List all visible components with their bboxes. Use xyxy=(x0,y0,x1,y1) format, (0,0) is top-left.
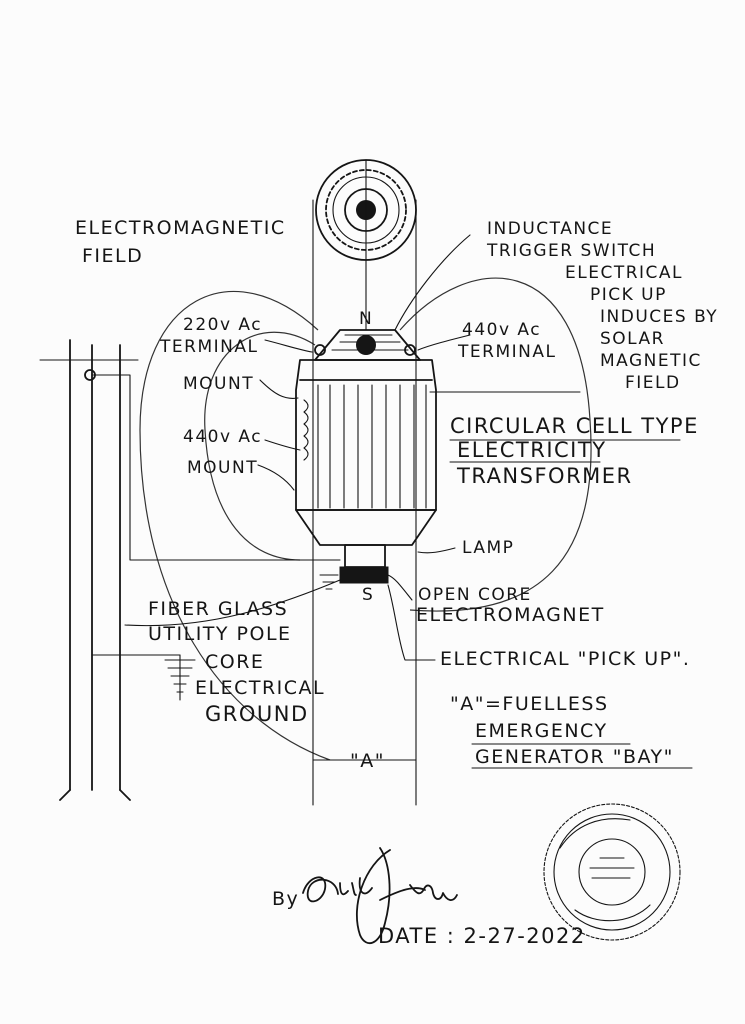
label-open-core-2: ELECTROMAGNET xyxy=(416,604,605,626)
labels: ELECTROMAGNETIC FIELD INDUCTANCE TRIGGER… xyxy=(75,217,718,948)
label-by: By xyxy=(272,888,299,910)
label-440-terminal-2: TERMINAL xyxy=(457,342,556,362)
label-inductance-8: FIELD xyxy=(625,373,681,393)
label-pole-south: S xyxy=(362,585,374,605)
label-lamp: LAMP xyxy=(462,538,514,558)
label-circular-cell-3: TRANSFORMER xyxy=(456,464,633,488)
label-inductance-6: SOLAR xyxy=(600,329,665,349)
label-pole-north: N xyxy=(359,309,373,329)
label-mount-lower: MOUNT xyxy=(187,458,258,478)
ground-symbol xyxy=(164,654,196,701)
label-fuelless-2: EMERGENCY xyxy=(475,720,608,742)
label-date: DATE : 2-27-2022 xyxy=(378,924,586,948)
label-electromagnetic-field-line2: FIELD xyxy=(82,245,143,267)
leader-lines xyxy=(124,234,693,769)
signature-image xyxy=(302,847,458,945)
label-core-ground-2: ELECTRICAL xyxy=(195,677,325,699)
label-440-terminal-1: 440v Ac xyxy=(462,320,541,340)
label-inductance-5: INDUCES BY xyxy=(600,307,718,327)
label-open-core-1: OPEN CORE xyxy=(418,585,532,605)
label-core-ground-1: CORE xyxy=(205,651,264,673)
label-electromagnetic-field-line1: ELECTROMAGNETIC xyxy=(75,217,286,239)
label-mount-upper: MOUNT xyxy=(183,374,254,394)
utility-pole xyxy=(39,339,341,801)
label-inductance-2: TRIGGER SWITCH xyxy=(486,241,656,261)
guide-lines xyxy=(312,159,581,806)
label-fiber-glass-2: UTILITY POLE xyxy=(148,623,292,645)
electromagnetic-field-lines xyxy=(139,277,592,761)
lamp-ground-symbol xyxy=(319,574,339,590)
label-inductance-7: MAGNETIC xyxy=(600,351,702,371)
label-inductance-3: ELECTRICAL xyxy=(565,263,683,283)
label-220-terminal-1: 220v Ac xyxy=(183,315,262,335)
label-dimension-a: "A" xyxy=(350,750,385,772)
label-440-ac-left: 440v Ac xyxy=(183,427,262,447)
label-inductance-1: INDUCTANCE xyxy=(487,219,613,239)
label-inductance-4: PICK UP xyxy=(590,285,667,305)
label-fuelless-1: "A"=FUELLESS xyxy=(450,693,609,715)
label-core-ground-3: GROUND xyxy=(205,702,309,726)
label-fuelless-3: GENERATOR "BAY" xyxy=(475,746,674,768)
label-220-terminal-2: TERMINAL xyxy=(159,337,258,357)
label-circular-cell-1: CIRCULAR CELL TYPE xyxy=(450,414,699,438)
label-fiber-glass-1: FIBER GLASS xyxy=(148,598,288,620)
label-electrical-pickup: ELECTRICAL "PICK UP". xyxy=(440,648,690,670)
transformer-body xyxy=(295,329,437,584)
label-circular-cell-2: ELECTRICITY xyxy=(457,438,607,462)
seal-image xyxy=(543,803,681,941)
